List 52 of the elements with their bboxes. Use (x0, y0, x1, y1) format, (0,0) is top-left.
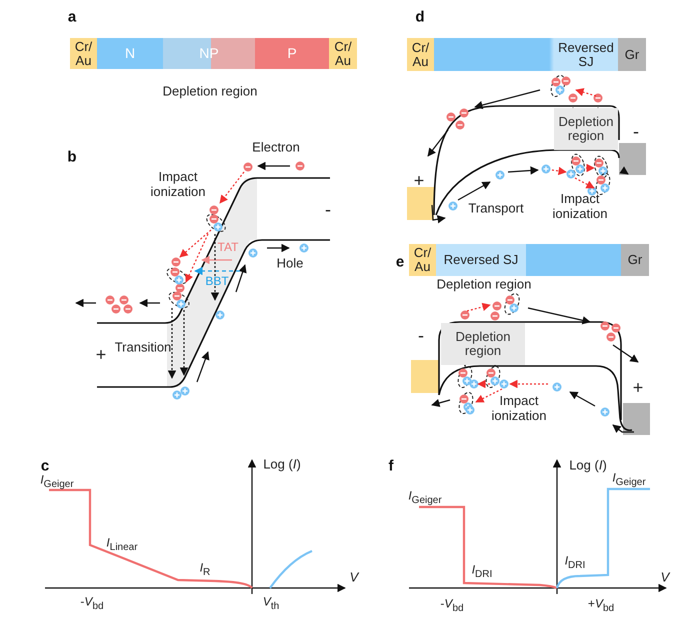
annotation-text: V (350, 570, 358, 586)
annotation-text: Transition (114, 340, 172, 356)
layer-segment: Cr/ Au (329, 38, 357, 69)
annotation-text: Hole (276, 256, 304, 272)
annotation-text: V$_{th}$ (262, 596, 280, 612)
layer-segment: Cr/ Au (70, 38, 97, 69)
annotation-text: I$_{Geiger}$ (612, 472, 646, 488)
annotation-text: I$_{DRI}$ (564, 554, 586, 572)
layer-segment: Cr/ Au (409, 244, 436, 276)
annotation-text: Depletion region (162, 84, 258, 100)
panel-letter: c (40, 457, 50, 475)
layer-segment: Gr (618, 38, 646, 71)
polarity-sign: - (633, 122, 639, 142)
annotation-text: I$_{Linear}$ (106, 536, 138, 554)
annotation-text: Log (I) (569, 458, 607, 474)
layer-segment (434, 38, 554, 71)
annotation-text: TAT (218, 241, 238, 255)
polarity-sign: - (418, 326, 424, 346)
layer-segment: Gr (621, 244, 649, 276)
polarity-sign: - (325, 200, 331, 220)
panel-letter: a (68, 8, 76, 26)
layer-segment: N (97, 38, 163, 69)
panel-letter: d (415, 8, 425, 26)
layer-segment: P (255, 38, 329, 69)
layer-segment (526, 244, 621, 276)
depletion-region: Depletion region (554, 108, 618, 150)
annotation-text: I$_{Geiger}$ (408, 490, 442, 506)
annotation-text: Log (I) (263, 458, 301, 472)
annotation-text: I$_{Geiger}$ (40, 474, 74, 490)
annotation-text: -V$_{bd}$ (80, 596, 104, 612)
depletion-region: Depletion region (441, 323, 525, 365)
annotation-text: I$_{R}$ (200, 562, 210, 578)
annotation-text: Impact ionization (490, 394, 548, 424)
panel-letter: e (396, 253, 404, 271)
annotation-text: Transport (468, 202, 524, 216)
annotation-text: Impact ionization (552, 192, 608, 222)
polarity-sign: + (414, 170, 424, 192)
annotation-text: I$_{DRI}$ (472, 564, 492, 580)
polarity-sign: + (96, 344, 106, 366)
polarity-sign: + (632, 378, 644, 398)
annotation-text: Impact ionization (150, 170, 206, 200)
annotation-text: -V$_{bd}$ (440, 598, 464, 614)
layer-segment: Reversed SJ (436, 244, 526, 276)
annotation-text: +V$_{bd}$ (588, 598, 614, 614)
annotation-text: V (660, 570, 670, 586)
annotation-text: BBT (205, 275, 229, 289)
layer-segment: Cr/ Au (407, 38, 434, 71)
annotation-text: Depletion region (436, 278, 532, 292)
panel-letter: b (67, 148, 77, 166)
panel-letter: f (388, 457, 394, 475)
layer-segment: Reversed SJ (554, 38, 618, 71)
annotation-text: Electron (252, 140, 300, 156)
